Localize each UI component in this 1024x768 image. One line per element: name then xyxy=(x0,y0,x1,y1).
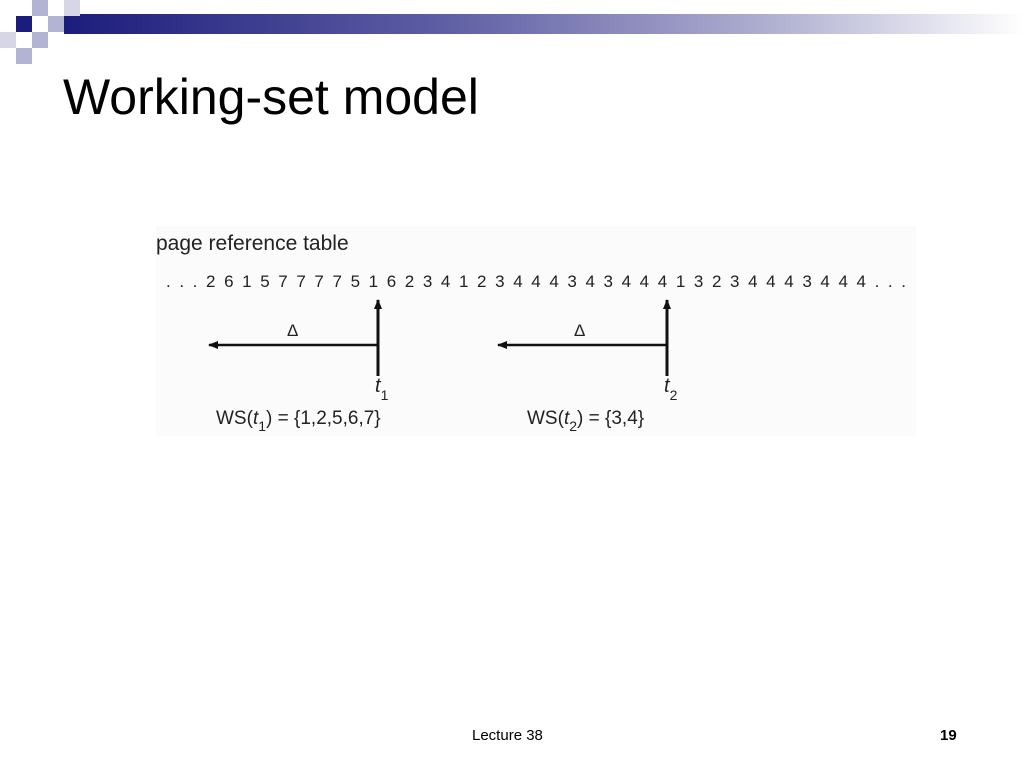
working-set-svg: page reference table . . . 2 6 1 5 7 7 7… xyxy=(156,232,906,434)
working-set-label-2: WS(t2) = {3,4} xyxy=(527,408,644,434)
deco-square xyxy=(0,32,16,48)
footer-lecture-label: Lecture 38 xyxy=(472,727,543,744)
deco-square xyxy=(48,16,64,32)
delta-label-1: Δ xyxy=(287,321,298,340)
diagram-caption: page reference table xyxy=(156,232,349,255)
deco-square xyxy=(16,16,32,32)
working-set-label-1: WS(t1) = {1,2,5,6,7} xyxy=(216,408,381,434)
time-label-1: t1 xyxy=(375,375,389,403)
deco-square xyxy=(64,0,80,16)
slide-title: Working-set model xyxy=(63,69,479,125)
deco-square xyxy=(32,0,48,16)
slide-page-number: 19 xyxy=(940,727,957,744)
time-label-2: t2 xyxy=(664,375,678,403)
deco-square xyxy=(16,48,32,64)
delta-label-2: Δ xyxy=(574,321,585,340)
header-gradient-bar xyxy=(64,14,1024,34)
working-set-diagram: page reference table . . . 2 6 1 5 7 7 7… xyxy=(156,226,916,436)
reference-sequence: . . . 2 6 1 5 7 7 7 7 5 1 6 2 3 4 1 2 3 … xyxy=(166,272,906,291)
header-decoration xyxy=(0,0,1024,64)
deco-square xyxy=(32,32,48,48)
